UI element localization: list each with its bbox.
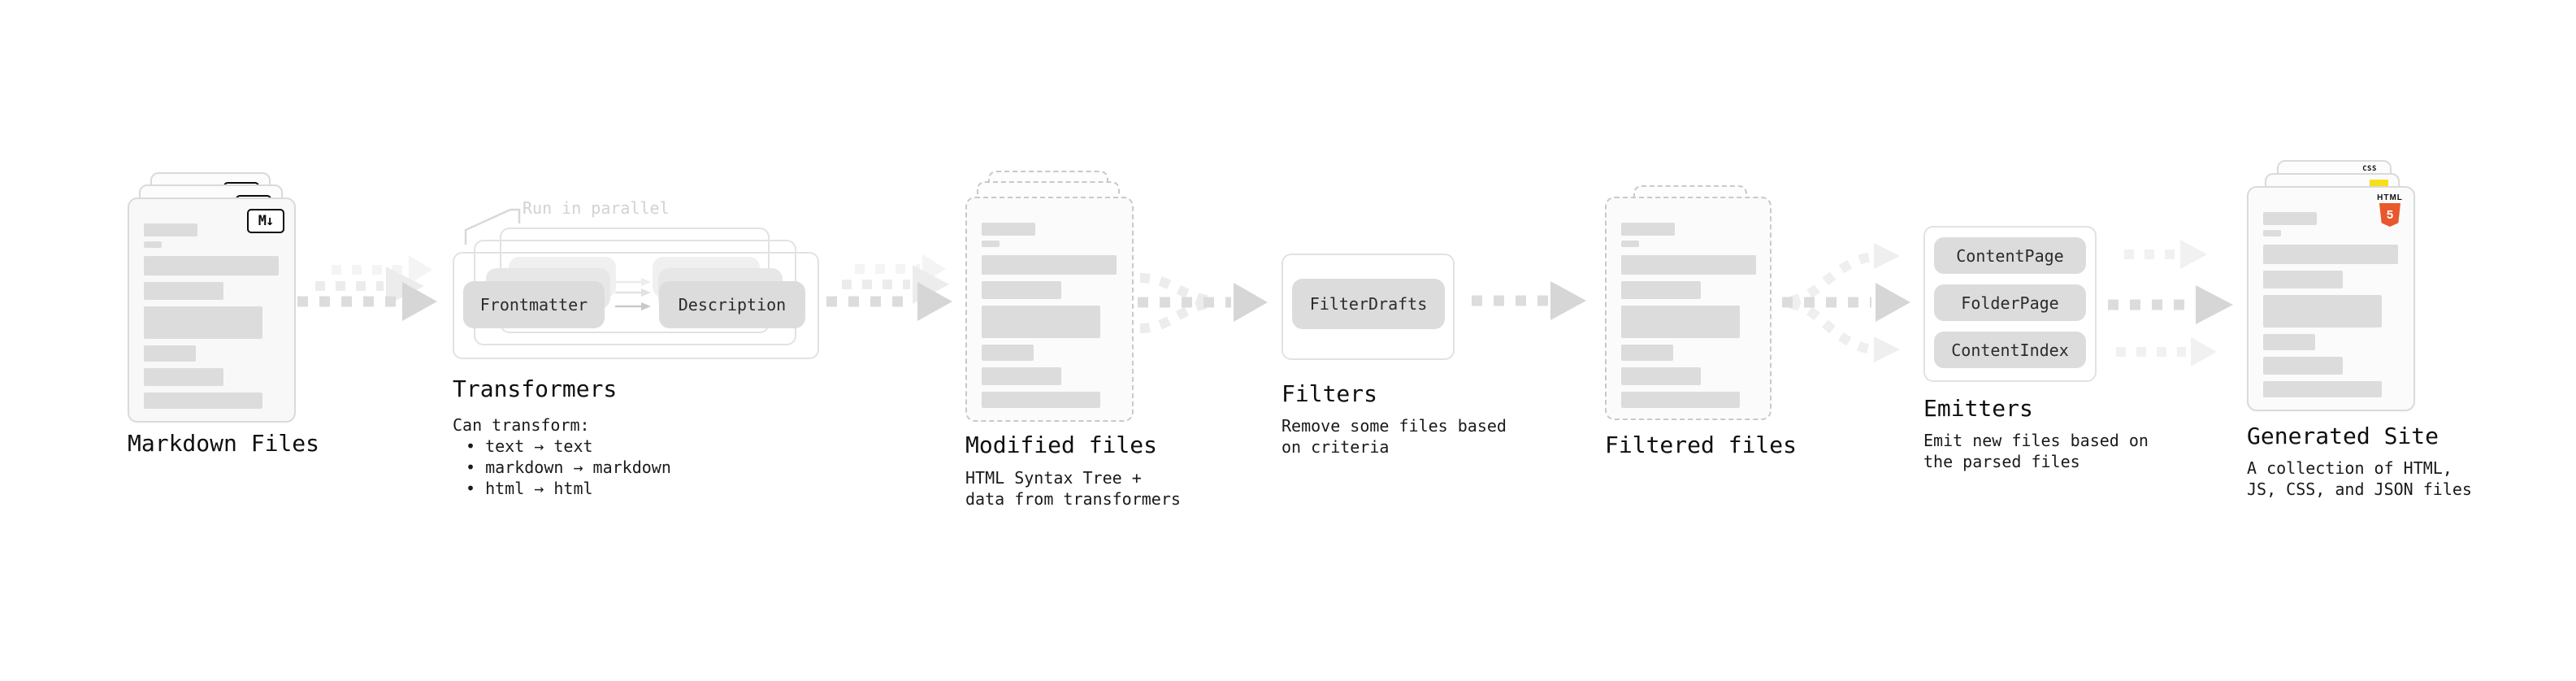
desc-line: HTML Syntax Tree + — [965, 468, 1142, 488]
html5-icon: HTML 5 — [2376, 194, 2404, 227]
desc-line: A collection of HTML, — [2247, 458, 2452, 478]
skeleton-line — [982, 306, 1100, 338]
skeleton-line — [144, 282, 223, 300]
emitter-pill-folderpage: FolderPage — [1934, 284, 2086, 321]
skeleton-line — [144, 306, 262, 339]
arrow-emitters-to-generated — [2108, 240, 2233, 367]
arrow-transformers-to-modified — [826, 254, 952, 321]
skeleton-line — [1621, 392, 1740, 408]
stage-emitters: ContentPage FolderPage ContentIndex Emit… — [1923, 226, 2167, 486]
emitter-pill-contentindex: ContentIndex — [1934, 332, 2086, 368]
stage-filtered-files: Filtered files — [1603, 174, 1815, 499]
stage-title-filters: Filters — [1281, 380, 1378, 407]
stage-desc-filters: Remove some files based on criteria — [1281, 415, 1507, 458]
skeleton-line — [982, 241, 1000, 247]
arrow-modified-to-filters — [1138, 273, 1268, 333]
skeleton-line — [1621, 255, 1756, 275]
arrow-filtered-to-emitters — [1782, 243, 1910, 362]
desc-line: Remove some files based — [1281, 416, 1507, 436]
desc-heading: Can transform: — [453, 415, 590, 435]
skeleton-line — [982, 223, 1035, 236]
skeleton-line — [2263, 245, 2398, 264]
skeleton-line — [982, 367, 1061, 385]
stage-title-generated-site: Generated Site — [2247, 423, 2439, 449]
skeleton-line — [144, 368, 223, 386]
skeleton-line — [1621, 306, 1740, 338]
skeleton-line — [982, 345, 1034, 361]
skeleton-line — [1621, 281, 1701, 299]
stage-title-modified-files: Modified files — [965, 432, 1158, 458]
parallel-flow-arrows-icon — [615, 278, 651, 310]
stage-modified-files: Modified files HTML Syntax Tree + data f… — [964, 169, 1181, 510]
transformer-pill-description: Description — [659, 281, 805, 328]
skeleton-line — [1621, 345, 1673, 361]
filtered-doc-front — [1605, 197, 1772, 420]
desc-line: Emit new files based on — [1923, 431, 2149, 450]
arrow-filters-to-filtered — [1472, 281, 1586, 320]
skeleton-line — [144, 345, 196, 362]
skeleton-line — [144, 223, 197, 236]
stage-desc-emitters: Emit new files based on the parsed files — [1923, 430, 2149, 472]
stage-desc-transformers: Can transform: • text → text • markdown … — [453, 414, 671, 499]
desc-line: JS, CSS, and JSON files — [2247, 479, 2472, 499]
skeleton-line — [2263, 212, 2317, 225]
arrow-markdown-to-transformers — [297, 255, 437, 321]
stage-filters: FilterDrafts Filters Remove some files b… — [1281, 254, 1525, 481]
stage-title-filtered-files: Filtered files — [1605, 432, 1798, 458]
skeleton-line — [2263, 295, 2382, 327]
skeleton-line — [2263, 357, 2343, 375]
stage-title-emitters: Emitters — [1923, 395, 2033, 422]
stage-title-markdown-files: Markdown Files — [128, 430, 320, 457]
desc-bullet: • text → text — [466, 436, 593, 456]
desc-line: data from transformers — [965, 489, 1181, 509]
html5-badge-label: HTML — [2377, 193, 2403, 202]
generated-doc-front: HTML 5 — [2247, 186, 2415, 411]
modified-doc-front — [965, 197, 1134, 422]
stage-desc-modified-files: HTML Syntax Tree + data from transformer… — [965, 467, 1181, 510]
skeleton-line — [2263, 381, 2382, 397]
skeleton-line — [1621, 367, 1701, 385]
skeleton-line — [2263, 334, 2315, 350]
emitters-box — [1923, 226, 2097, 382]
stage-title-transformers: Transformers — [453, 375, 618, 402]
skeleton-line — [982, 255, 1117, 275]
desc-bullet: • markdown → markdown — [466, 458, 671, 477]
run-in-parallel-note: Run in parallel — [523, 198, 670, 218]
skeleton-line — [982, 281, 1061, 299]
emitter-pill-contentpage: ContentPage — [1934, 237, 2086, 274]
filter-pill-filterdrafts: FilterDrafts — [1292, 279, 1445, 329]
stage-generated-site: CSS HTML 5 Generated Site A collection o… — [2245, 160, 2473, 518]
skeleton-line — [2263, 230, 2281, 236]
desc-line: on criteria — [1281, 437, 1390, 457]
stage-transformers: Run in parallel Frontmatter Description … — [453, 195, 843, 520]
skeleton-line — [144, 393, 262, 409]
skeleton-line — [144, 256, 279, 275]
transformer-layer-front: Frontmatter Description — [453, 252, 819, 359]
html5-shield: 5 — [2379, 203, 2400, 227]
note-pointer-line — [464, 208, 521, 245]
stage-desc-generated-site: A collection of HTML, JS, CSS, and JSON … — [2247, 458, 2472, 500]
stage-markdown-files: M↓ M↓ M↓ Markdown Files — [126, 160, 337, 485]
filters-box — [1281, 254, 1455, 360]
desc-bullet: • html → html — [466, 479, 593, 498]
skeleton-line — [1621, 223, 1675, 236]
markdown-doc-front: M↓ — [128, 197, 296, 423]
skeleton-line — [982, 392, 1100, 408]
skeleton-line — [2263, 271, 2343, 288]
skeleton-line — [1621, 241, 1639, 247]
js-icon — [2370, 180, 2388, 188]
skeleton-line — [144, 241, 162, 248]
transformer-pill-frontmatter: Frontmatter — [463, 281, 605, 328]
markdown-icon: M↓ — [247, 209, 284, 233]
css-badge-label: CSS — [2362, 165, 2377, 173]
desc-line: the parsed files — [1923, 452, 2080, 471]
